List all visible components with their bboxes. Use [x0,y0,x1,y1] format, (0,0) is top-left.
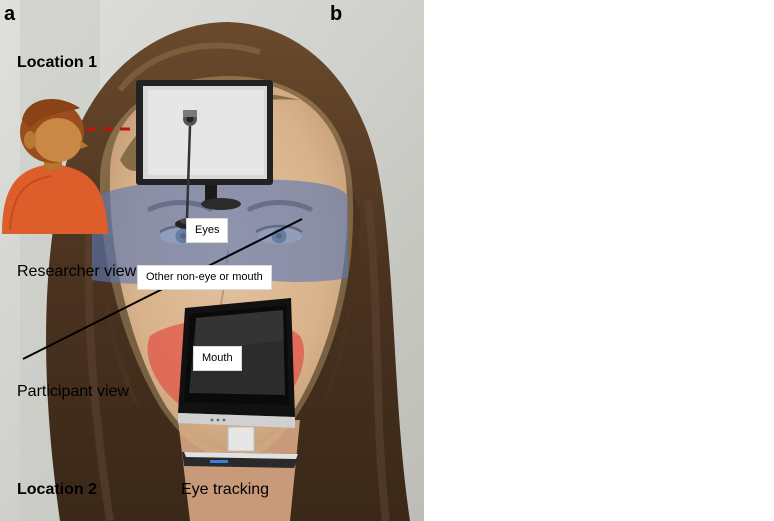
eyes-aoi-label: Eyes [186,218,229,243]
panel-b-letter: b [330,3,343,25]
eye-tracker-monitor-icon [178,298,300,468]
eye-tracking-label: Eye tracking [181,481,270,498]
location-1-label: Location 1 [17,54,98,71]
researcher-view-label: Researcher view [17,263,137,280]
researcher-setup-illustration [2,80,273,234]
researcher-monitor-icon [136,80,273,210]
researcher-icon [2,98,108,234]
other-aoi-label: Other non-eye or mouth [137,265,272,290]
mouth-aoi-label: Mouth [193,346,242,371]
participant-view-label: Participant view [17,383,130,400]
panel-a-letter: a [4,3,16,25]
location-2-label: Location 2 [17,481,98,498]
eye-tracker-illustration [178,298,300,468]
